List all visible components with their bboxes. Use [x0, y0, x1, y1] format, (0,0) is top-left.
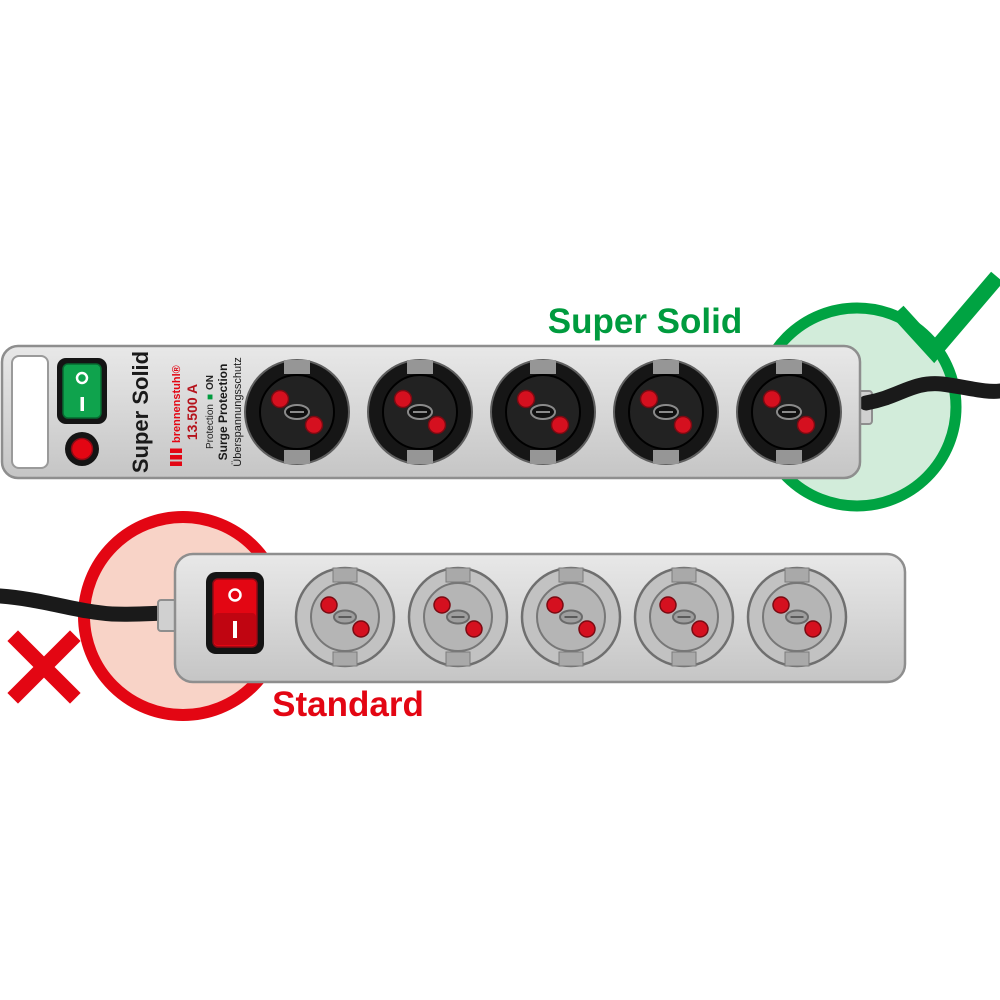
- protection-label: Protection: [205, 404, 216, 449]
- protection-state: ON: [205, 375, 216, 390]
- label-strip: [11, 355, 49, 469]
- x-icon: [7, 630, 81, 704]
- socket: [736, 359, 842, 465]
- surge-rating: 13.500 A: [184, 384, 200, 440]
- super-solid-label: Super Solid: [548, 302, 742, 341]
- super-solid-power-strip: Super Solid brennenstuhl® 13.500 A Prote…: [0, 344, 862, 480]
- socket: [633, 566, 735, 668]
- socket: [490, 359, 596, 465]
- brand-logo: brennenstuhl®: [170, 365, 183, 466]
- socket: [407, 566, 509, 668]
- surge-protection-text: Surge Protection: [216, 364, 230, 461]
- check-icon: [891, 271, 1000, 364]
- surge-protection-text-de: Überspannungsschutz: [232, 357, 244, 466]
- super-solid-scene: Super Solid brennenstuhl® 13.500 A Prote…: [0, 271, 1000, 512]
- socket: [613, 359, 719, 465]
- socket: [244, 359, 350, 465]
- standard-power-strip: [173, 552, 907, 684]
- socket: [746, 566, 848, 668]
- standard-label: Standard: [272, 685, 424, 724]
- brand-wordmark: brennenstuhl®: [171, 365, 183, 443]
- socket: [367, 359, 473, 465]
- red-reset-button: [65, 432, 99, 466]
- power-cable: [0, 588, 178, 622]
- standard-scene: Standard: [0, 511, 907, 724]
- protection-indicator-icon: ■: [205, 394, 216, 400]
- socket: [294, 566, 396, 668]
- socket: [520, 566, 622, 668]
- strip-vertical-name: Super Solid: [128, 351, 153, 473]
- protection-status-line: Protection ■ ON: [205, 375, 216, 449]
- green-power-switch: [57, 358, 107, 424]
- red-power-switch: [206, 572, 264, 654]
- power-cable: [858, 376, 1000, 411]
